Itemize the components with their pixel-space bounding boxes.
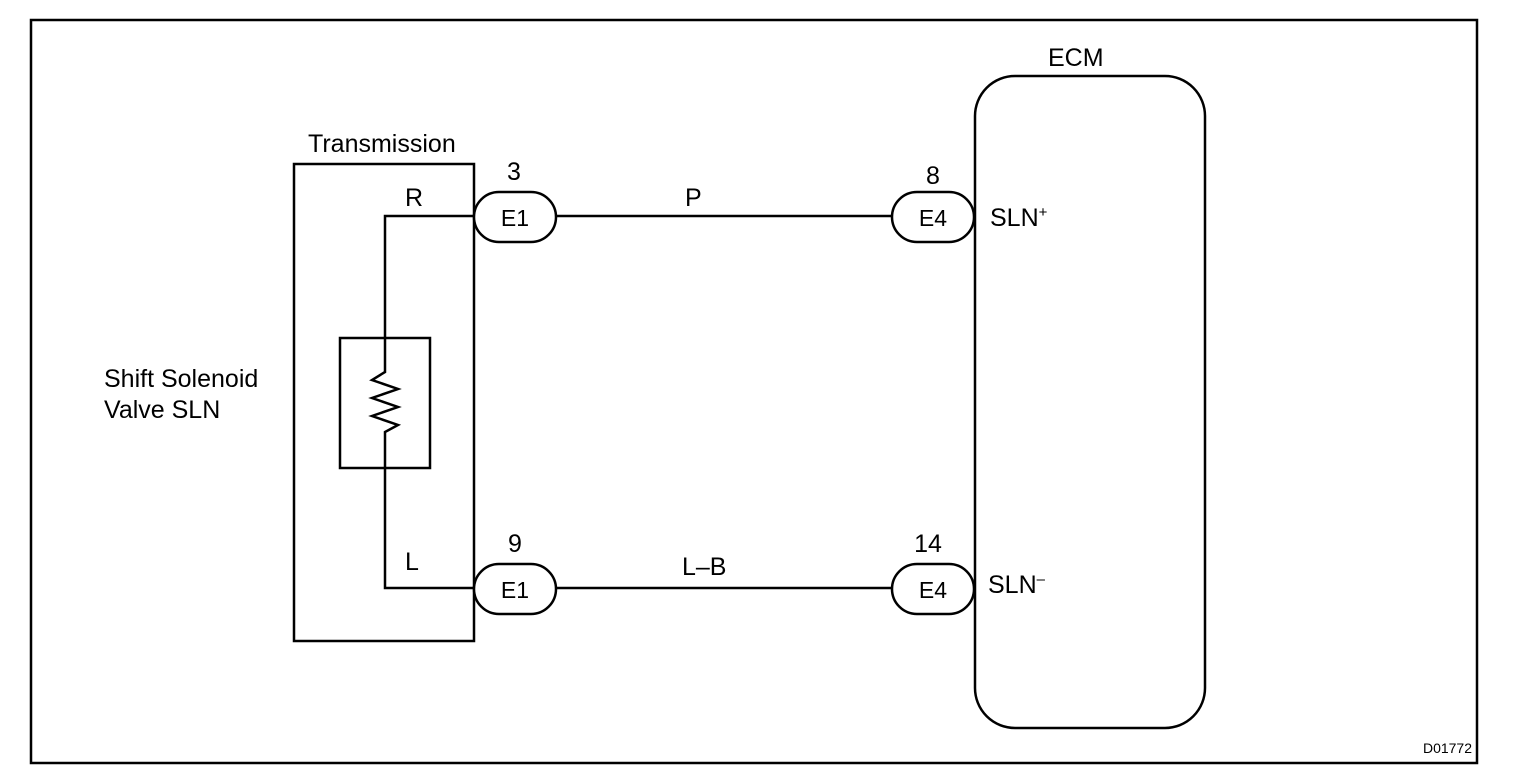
connector-name: E1 (501, 205, 529, 231)
harness-wire-color-upper: P (685, 184, 702, 212)
internal-wire-lower (383, 468, 474, 590)
internal-wire-upper (383, 214, 474, 338)
internal-wire-color-lower: L (405, 548, 419, 576)
connector-shape (472, 562, 558, 616)
connector-e1-upper: E1 3 (472, 158, 558, 244)
connector-shape (472, 190, 558, 244)
solenoid-coil-icon (368, 338, 402, 468)
connector-name: E4 (919, 577, 947, 603)
connector-pin: 3 (507, 158, 521, 186)
figure-code: D01772 (1423, 740, 1472, 756)
connector-e1-lower: E1 9 (472, 530, 558, 616)
connector-name: E1 (501, 577, 529, 603)
transmission-label: Transmission (308, 130, 456, 158)
connector-e4-upper: E4 8 (890, 162, 976, 244)
connector-e4-lower: E4 14 (890, 530, 976, 616)
transmission-box (292, 162, 476, 643)
connector-pin: 8 (926, 162, 940, 190)
harness-wire-color-lower: L–B (682, 553, 726, 581)
solenoid-label-line2: Valve SLN (104, 396, 220, 424)
internal-wire-color-upper: R (405, 184, 423, 212)
connector-shape (890, 190, 976, 244)
connector-name: E4 (919, 205, 947, 231)
solenoid-label-line1: Shift Solenoid (104, 365, 258, 393)
connector-pin: 9 (508, 530, 522, 558)
connector-shape (890, 562, 976, 616)
connector-pin: 14 (914, 530, 942, 558)
ecm-terminal-sln-plus: SLN+ (990, 204, 1048, 232)
diagram-frame (29, 18, 1479, 765)
ecm-label: ECM (1048, 44, 1104, 72)
ecm-box (973, 74, 1207, 730)
ecm-terminal-sln-minus: SLN– (988, 571, 1046, 599)
